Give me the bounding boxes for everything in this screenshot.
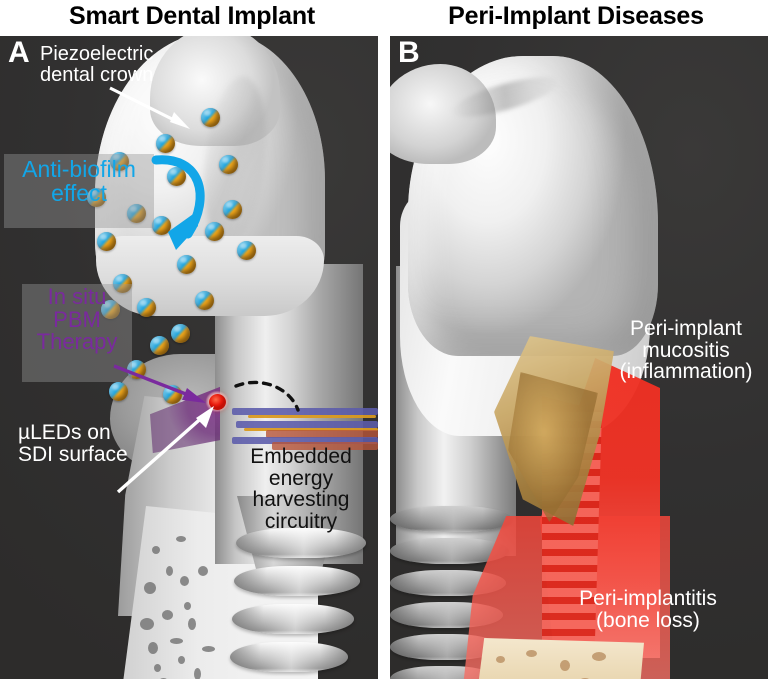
panel-letter-a: A bbox=[8, 36, 30, 69]
trabecular-pore bbox=[176, 536, 186, 542]
label-embedded-circuitry: Embedded energy harvesting circuitry bbox=[250, 445, 352, 533]
label-piezoelectric-crown: Piezoelectric dental crown bbox=[40, 43, 154, 86]
implant-thread bbox=[236, 528, 366, 558]
nanoparticle-marker bbox=[205, 222, 224, 241]
nanoparticle-marker bbox=[97, 232, 116, 251]
nanoparticle-marker bbox=[171, 324, 190, 343]
trabecular-pore bbox=[170, 638, 183, 644]
trabecular-pore bbox=[202, 646, 215, 652]
trabecular-pore bbox=[154, 664, 161, 672]
nanoparticle-marker bbox=[201, 108, 220, 127]
nanoparticle-marker bbox=[150, 336, 169, 355]
trabecular-pore bbox=[166, 566, 173, 576]
nanoparticle-marker bbox=[167, 167, 186, 186]
panel-a-title: Smart Dental Implant bbox=[68, 2, 316, 30]
implant-thread bbox=[230, 642, 348, 672]
residual-bone-b bbox=[474, 638, 644, 679]
anti-biofilm-label-box bbox=[4, 154, 154, 228]
label-pbm-therapy: In situ PBM Therapy bbox=[36, 284, 118, 355]
nanoparticle-marker bbox=[101, 300, 120, 319]
panel-b: B Peri-implant mucositis (inflammation) … bbox=[390, 36, 768, 679]
nanoparticle-marker bbox=[163, 385, 182, 404]
label-uleds-sdi-surface: µLEDs on SDI surface bbox=[18, 421, 128, 466]
trabecular-pore bbox=[178, 656, 185, 664]
trabecular-pore bbox=[194, 668, 201, 679]
nanoparticle-marker bbox=[87, 188, 106, 207]
trabecular-pore bbox=[198, 566, 208, 576]
trabecular-pore bbox=[188, 618, 196, 630]
bone-pore bbox=[592, 652, 606, 661]
nanoparticle-marker bbox=[109, 382, 128, 401]
nanoparticle-marker bbox=[177, 255, 196, 274]
bone-pore bbox=[526, 650, 537, 657]
nanoparticle-marker bbox=[110, 152, 129, 171]
trabecular-pore bbox=[184, 602, 191, 610]
trabecular-pore bbox=[148, 642, 158, 654]
trabecular-pore bbox=[140, 618, 154, 630]
nanoparticle-marker bbox=[113, 274, 132, 293]
nanoparticle-marker bbox=[219, 155, 238, 174]
trabecular-pore bbox=[144, 582, 156, 594]
trabecular-pore bbox=[180, 576, 189, 586]
implant-thread bbox=[390, 506, 512, 532]
bone-pore bbox=[560, 660, 570, 671]
panel-a: A Piezoelectric dental crown Anti-biofil… bbox=[0, 36, 378, 679]
nanoparticle-marker bbox=[195, 291, 214, 310]
nanoparticle-marker bbox=[156, 134, 175, 153]
nanoparticle-marker bbox=[152, 216, 171, 235]
panel-letter-b: B bbox=[398, 36, 420, 69]
nanoparticle-marker bbox=[237, 241, 256, 260]
crown-cusp-b bbox=[390, 64, 496, 164]
nanoparticle-marker bbox=[127, 204, 146, 223]
implant-thread bbox=[234, 566, 360, 596]
implant-thread bbox=[232, 604, 354, 634]
label-peri-implantitis: Peri-implantitis (bone loss) bbox=[579, 587, 717, 632]
micro-led-emitter bbox=[209, 394, 226, 410]
label-anti-biofilm: Anti-biofilm effect bbox=[22, 156, 136, 206]
trabecular-pore bbox=[162, 610, 173, 620]
panel-b-title: Peri-Implant Diseases bbox=[448, 2, 704, 30]
nanoparticle-marker bbox=[223, 200, 242, 219]
trabecular-pore bbox=[152, 546, 160, 554]
label-peri-implant-mucositis: Peri-implant mucositis (inflammation) bbox=[619, 317, 753, 384]
nanoparticle-marker bbox=[137, 298, 156, 317]
bone-pore bbox=[496, 656, 505, 663]
